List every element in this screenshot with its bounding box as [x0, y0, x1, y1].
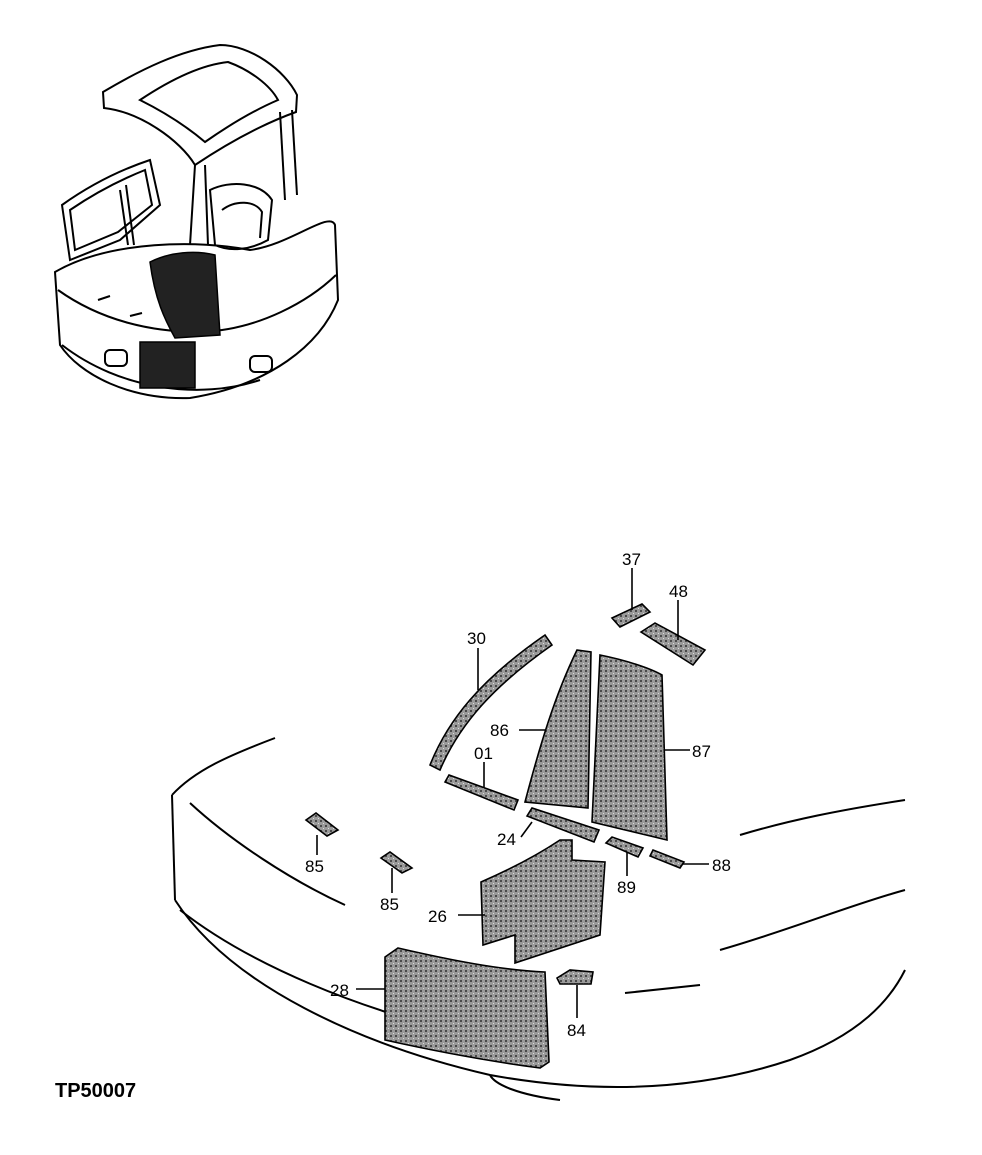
callout-86: 86: [490, 721, 509, 740]
leader-lines: [316, 568, 709, 1018]
callout-01: 01: [474, 744, 493, 763]
part-37-shape: [610, 603, 652, 628]
callout-85b: 85: [380, 895, 399, 914]
callout-87: 87: [692, 742, 711, 761]
callout-84: 84: [567, 1021, 586, 1040]
part-85b-shape: [379, 851, 414, 874]
part-85a-shape: [304, 812, 340, 837]
upperstructure-body-outline: [171, 737, 906, 1101]
callout-89: 89: [617, 878, 636, 897]
part-24-shape: [525, 807, 601, 844]
parts: [304, 603, 707, 1069]
callout-labels: 37 48 30 86 87 01 24 85 85 89 88 26 28 8…: [305, 550, 731, 1040]
callout-24: 24: [497, 830, 516, 849]
part-86-shape: [523, 649, 592, 809]
part-26-shape: [480, 839, 606, 965]
machine-overview-illustration: [53, 43, 340, 400]
part-28-shape: [384, 947, 550, 1069]
part-88-shape: [648, 848, 686, 869]
callout-37: 37: [622, 550, 641, 569]
part-84-shape: [555, 969, 594, 985]
callout-88: 88: [712, 856, 731, 875]
callout-85a: 85: [305, 857, 324, 876]
callout-26: 26: [428, 907, 447, 926]
part-48-shape: [639, 622, 707, 667]
callout-30: 30: [467, 629, 486, 648]
part-87-shape: [591, 654, 668, 842]
part-30-shape: [428, 633, 554, 772]
part-89-shape: [604, 836, 645, 859]
callout-28: 28: [330, 981, 349, 1000]
document-id: TP50007: [55, 1080, 136, 1102]
part-01-shape: [443, 774, 520, 812]
callout-48: 48: [669, 582, 688, 601]
